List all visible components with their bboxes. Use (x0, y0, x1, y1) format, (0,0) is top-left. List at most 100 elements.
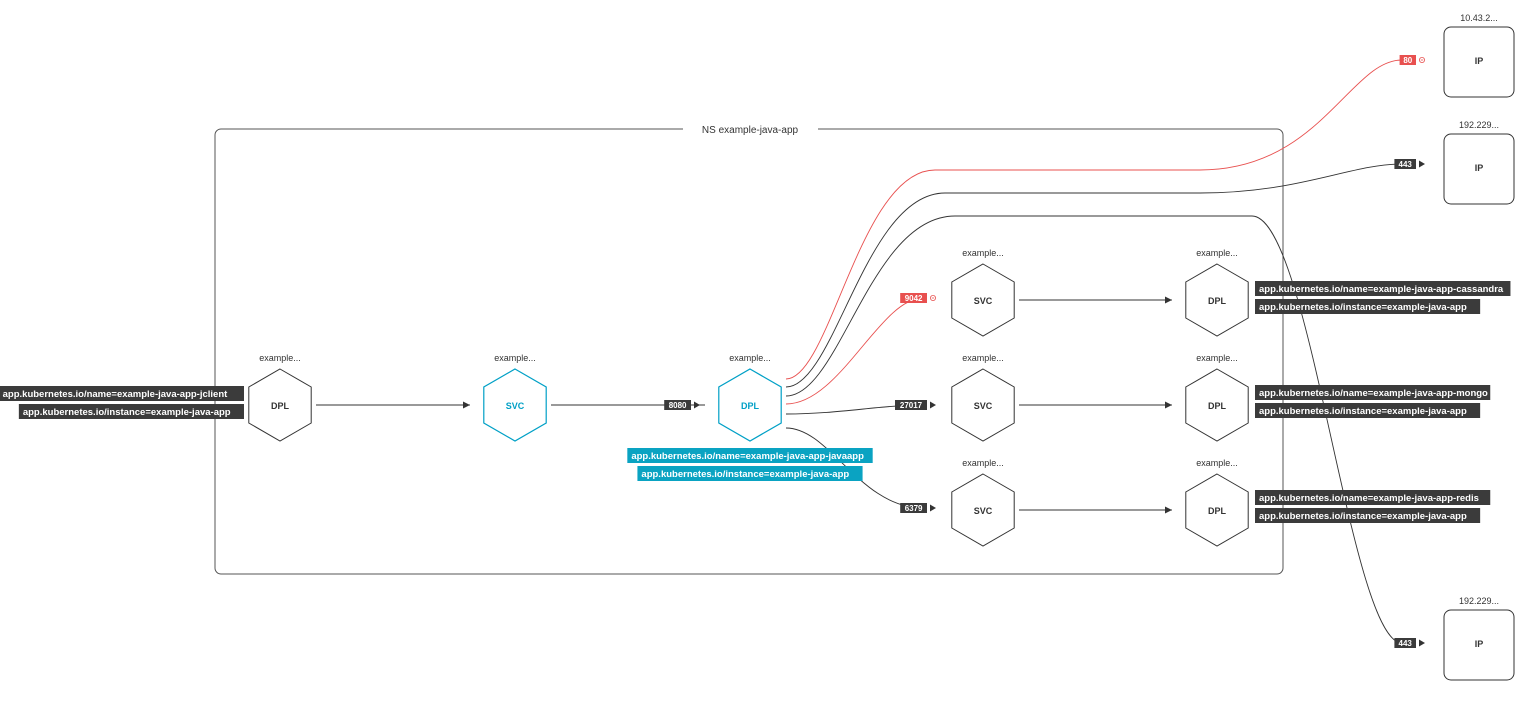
label-tag-chip (1255, 385, 1491, 400)
node-title: example... (259, 353, 301, 363)
node-title: example... (494, 353, 536, 363)
port-badge: 27017 (895, 400, 936, 410)
node-svc-java[interactable]: example... SVC (483, 353, 547, 442)
node-kind-label: IP (1475, 639, 1484, 649)
hexagon-node-shape[interactable] (483, 368, 547, 442)
label-tag-text: app.kubernetes.io/instance=example-java-… (1259, 302, 1467, 313)
node-kind-label: DPL (1208, 401, 1227, 411)
port-badge: 80 (1399, 55, 1426, 65)
node-kind-label: DPL (1208, 506, 1227, 516)
edge-dpl_java-to-svc_mongo[interactable]: 27017 (785, 400, 936, 415)
node-dpl-java[interactable]: example... DPL (718, 353, 782, 442)
hexagon-node-shape[interactable] (248, 368, 312, 442)
label-tags-dpl-cassandra: app.kubernetes.io/name=example-java-app-… (1255, 281, 1511, 314)
error-icon (930, 294, 937, 301)
hexagon-node-shape[interactable] (951, 473, 1015, 547)
node-title: example... (1196, 248, 1238, 258)
edge-svc_java-to-dpl_java[interactable]: 8080 (551, 400, 705, 410)
node-title: example... (962, 353, 1004, 363)
node-kind-label: SVC (974, 506, 993, 516)
label-tag-text: app.kubernetes.io/name=example-java-app-… (3, 389, 228, 400)
node-title: example... (1196, 458, 1238, 468)
square-node-shape[interactable] (1443, 609, 1515, 681)
hexagon-node-shape[interactable] (718, 368, 782, 442)
hexagon-node-shape[interactable] (951, 263, 1015, 337)
port-badge: 443 (1394, 159, 1425, 169)
hexagon-node-shape[interactable] (1185, 473, 1249, 547)
label-tag-text: app.kubernetes.io/instance=example-java-… (1259, 511, 1467, 522)
label-tag-text: app.kubernetes.io/instance=example-java-… (641, 469, 849, 480)
node-title: 10.43.2... (1460, 13, 1498, 23)
square-node-shape[interactable] (1443, 133, 1515, 205)
node-dpl-redis[interactable]: example... DPL (1185, 458, 1249, 547)
hexagon-node-shape[interactable] (1185, 263, 1249, 337)
node-ip1[interactable]: 10.43.2... IP (1443, 13, 1515, 98)
node-ip2[interactable]: 192.229... IP (1443, 120, 1515, 205)
node-ip3[interactable]: 192.229...IP (1443, 596, 1515, 681)
hexagon-node-shape[interactable] (951, 368, 1015, 442)
node-kind-label: IP (1475, 56, 1484, 66)
edge-line[interactable] (785, 59, 1403, 380)
label-tag-text: app.kubernetes.io/name=example-java-app-… (1259, 493, 1479, 504)
node-title: example... (729, 353, 771, 363)
node-svc-redis[interactable]: example...SVC (951, 458, 1015, 547)
node-client[interactable]: example... DPL (248, 353, 312, 442)
square-node-shape[interactable] (1443, 26, 1515, 98)
label-tag-text: app.kubernetes.io/name=example-java-app-… (1259, 284, 1504, 295)
node-kind-label: IP (1475, 163, 1484, 173)
port-number: 8080 (669, 401, 687, 410)
label-tags-dpl-java: app.kubernetes.io/name=example-java-app-… (627, 448, 873, 481)
port-number: 6379 (905, 504, 923, 513)
label-tags-dpl-mongo: app.kubernetes.io/name=example-java-app-… (1255, 385, 1491, 418)
node-dpl-cassandra[interactable]: example...DPL (1185, 248, 1249, 337)
namespace-label: NS example-java-app (702, 125, 799, 136)
arrow-head-icon (930, 504, 936, 512)
label-tag-chip (18, 404, 244, 419)
edge-line[interactable] (785, 163, 1403, 388)
arrow-head-icon (930, 401, 936, 409)
edge-dpl_java-to-ip3[interactable]: 443 (785, 215, 1425, 648)
port-number: 443 (1399, 160, 1413, 169)
port-badge: 9042 (900, 293, 937, 303)
node-svc-cassandra[interactable]: example...SVC (951, 248, 1015, 337)
error-icon (1419, 57, 1426, 64)
node-kind-label: DPL (741, 401, 760, 411)
arrow-head-icon (694, 401, 700, 409)
label-tag-chip (1255, 508, 1481, 523)
edge-dpl_java-to-ip1[interactable]: 80 (785, 55, 1426, 380)
node-kind-label: DPL (271, 401, 290, 411)
node-kind-label: SVC (974, 401, 993, 411)
port-badge: 8080 (664, 400, 700, 410)
hexagon-node-shape[interactable] (1185, 368, 1249, 442)
edge-line[interactable] (785, 215, 1403, 644)
edge-dpl_java-to-svc_cassandra[interactable]: 9042 (785, 293, 937, 405)
node-title: 192.229... (1459, 120, 1499, 130)
port-badge: 443 (1394, 638, 1425, 648)
edge-dpl_java-to-ip2[interactable]: 443 (785, 159, 1425, 388)
label-tag-text: app.kubernetes.io/instance=example-java-… (23, 407, 231, 418)
label-tags-dpl-redis: app.kubernetes.io/name=example-java-app-… (1255, 490, 1491, 523)
node-svc-mongo[interactable]: example... SVC (951, 353, 1015, 442)
label-tag-chip (637, 466, 863, 481)
label-tag-text: app.kubernetes.io/name=example-java-app-… (1259, 388, 1488, 399)
label-tags-client: app.kubernetes.io/name=example-java-app-… (0, 386, 245, 419)
label-tag-text: app.kubernetes.io/name=example-java-app-… (631, 451, 864, 462)
port-number: 27017 (900, 401, 923, 410)
node-dpl-mongo[interactable]: example... DPL (1185, 353, 1249, 442)
label-tag-chip (1255, 490, 1491, 505)
label-tag-text: app.kubernetes.io/instance=example-java-… (1259, 406, 1467, 417)
node-kind-label: SVC (974, 296, 993, 306)
node-kind-label: SVC (506, 401, 525, 411)
arrow-head-icon (1419, 639, 1425, 647)
label-tag-chip (1255, 299, 1481, 314)
port-number: 443 (1399, 639, 1413, 648)
label-tag-chip (1255, 403, 1481, 418)
port-number: 80 (1403, 56, 1412, 65)
namespace-box[interactable]: NS example-java-app (214, 122, 1284, 575)
label-tag-chip (627, 448, 873, 463)
label-tag-chip (1255, 281, 1511, 296)
port-number: 9042 (905, 294, 923, 303)
node-title: example... (1196, 353, 1238, 363)
